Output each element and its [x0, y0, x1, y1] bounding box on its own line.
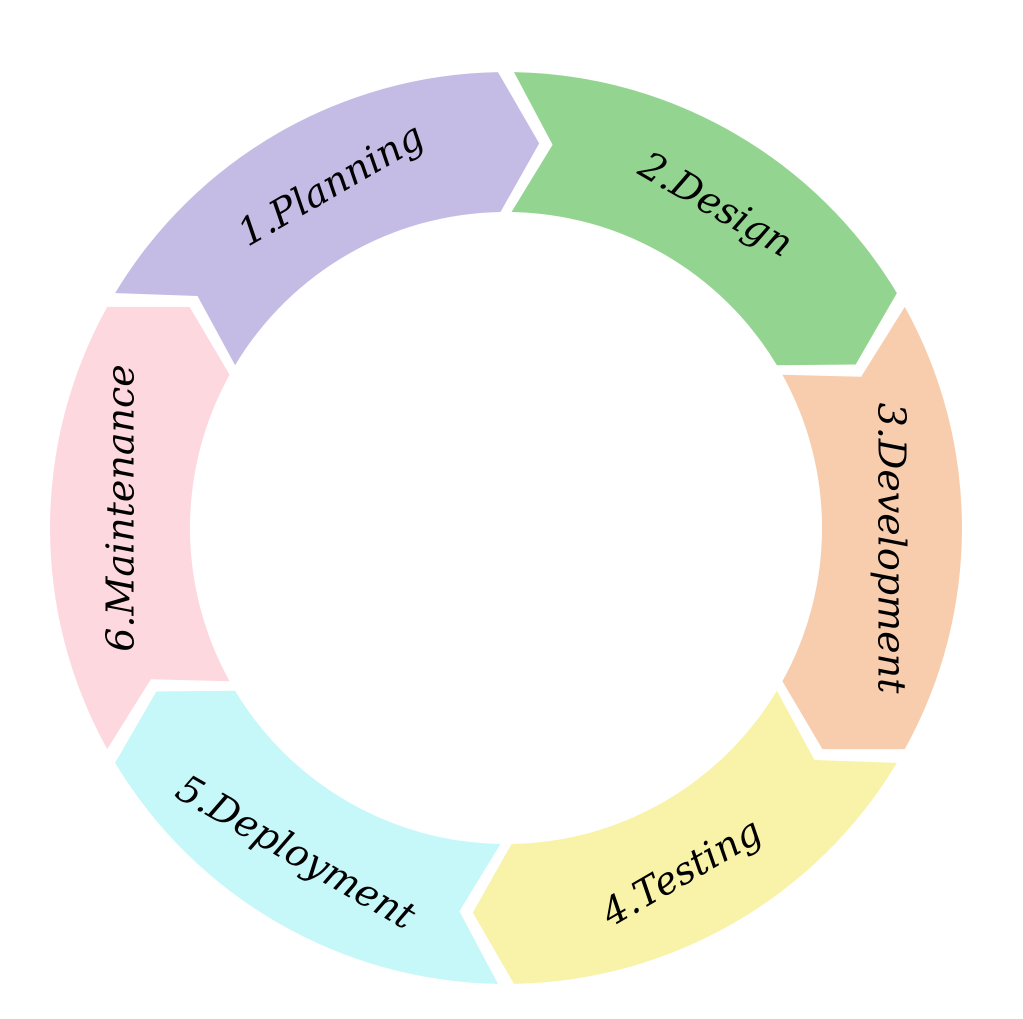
cycle-segment-label: 6.Maintenance: [99, 364, 143, 652]
cycle-segments: [50, 72, 962, 984]
cycle-segment: [115, 72, 540, 366]
cycle-segment: [472, 690, 897, 984]
cycle-segment-label: 3.Development: [870, 403, 914, 695]
cycle-segment: [115, 690, 501, 984]
cycle-segment: [50, 306, 230, 750]
cycle-segment: [782, 306, 962, 750]
cycle-segment: [511, 72, 897, 366]
